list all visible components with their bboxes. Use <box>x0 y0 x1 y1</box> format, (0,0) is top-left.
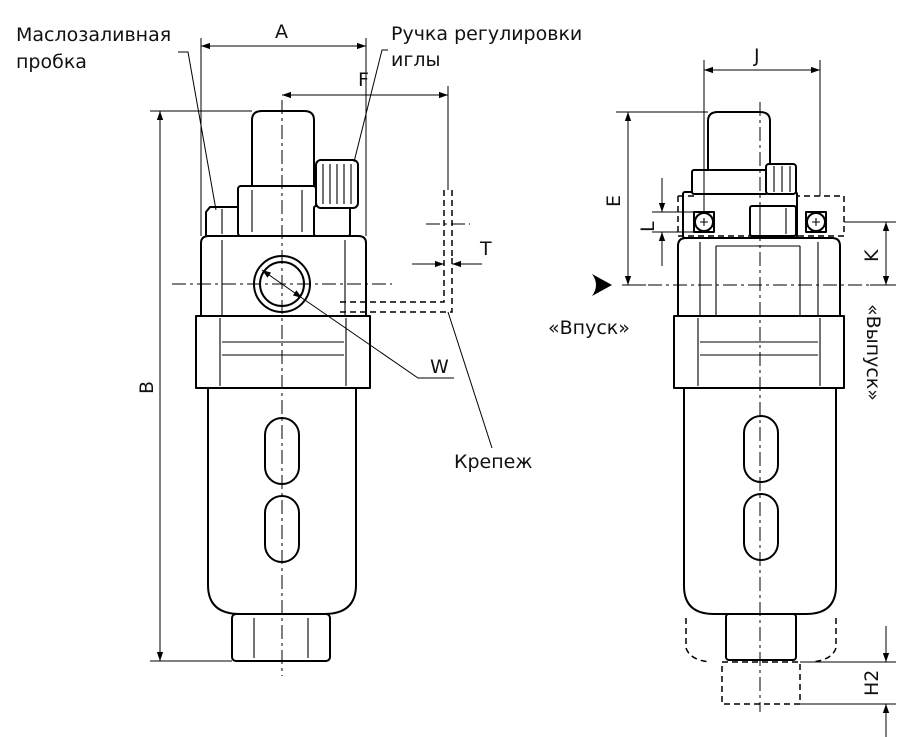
side-main-body <box>677 237 841 317</box>
dim-label-J: J <box>753 45 760 67</box>
dim-label-A: A <box>275 21 288 43</box>
side-needle-knob <box>765 163 797 195</box>
side-view-dimensions <box>616 60 896 737</box>
dim-label-L: L <box>637 221 659 232</box>
side-drain-fitting <box>725 613 797 661</box>
needle-knob-stem <box>313 205 351 237</box>
needle-knob-label-line2: иглы <box>391 49 440 71</box>
side-bowl-guard <box>683 387 837 615</box>
side-mount-boss-center <box>749 205 797 237</box>
outlet-label: «Выпуск» <box>862 304 884 401</box>
side-drain-guard-dashed <box>685 618 837 663</box>
inlet-arrow-icon <box>592 274 612 296</box>
drain-fitting <box>231 613 331 662</box>
side-bowl-collar <box>673 315 845 389</box>
needle-knob-label-line1: Ручка регулировки <box>391 23 582 45</box>
oil-fill-plug-label-line1: Маслозаливная <box>16 24 171 46</box>
dim-label-E: E <box>603 195 625 207</box>
side-neck-nut <box>691 169 769 195</box>
side-mounting-bracket <box>677 195 845 237</box>
side-drain-fitting-dashed <box>721 661 801 705</box>
top-cap <box>251 110 315 187</box>
dim-label-B: B <box>136 381 158 394</box>
side-top-cap <box>707 111 771 171</box>
dim-label-F: F <box>358 69 369 91</box>
dim-label-T: T <box>479 238 492 260</box>
neck-nut <box>237 185 317 237</box>
dim-label-H2: H2 <box>861 670 883 696</box>
dim-label-W: W <box>430 356 449 378</box>
side-view <box>592 102 870 712</box>
main-body <box>200 235 367 317</box>
oil-fill-plug-label-line2: пробка <box>16 51 87 73</box>
mounting-label: Крепеж <box>454 451 532 473</box>
mounting-bracket <box>340 258 453 313</box>
front-view <box>172 100 470 676</box>
front-view-dimensions <box>150 38 493 662</box>
side-sight-window-lower <box>743 493 779 561</box>
inlet-label: «Впуск» <box>548 317 630 339</box>
dim-label-K: K <box>861 249 883 262</box>
side-sight-window-upper <box>743 415 779 483</box>
